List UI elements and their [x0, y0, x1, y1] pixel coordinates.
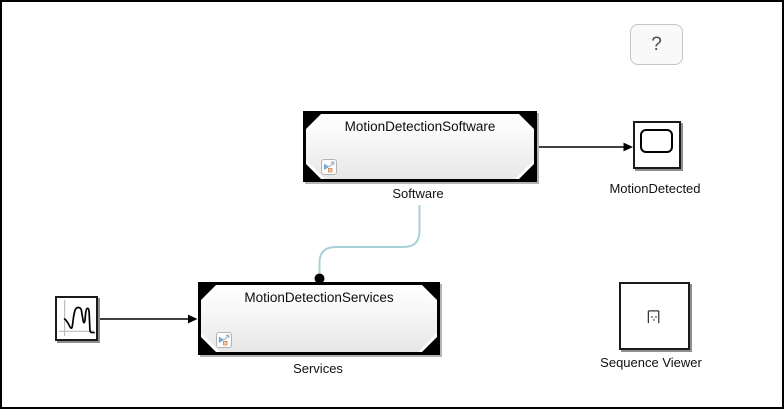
corner-triangle — [306, 164, 321, 179]
help-button[interactable]: ? — [630, 24, 683, 65]
software-services-connector[interactable] — [318, 205, 421, 273]
services-block-caption[interactable]: Services — [293, 361, 343, 376]
model-reference-badge-icon — [216, 332, 232, 348]
services-block-title: MotionDetectionServices — [244, 290, 394, 305]
software-block[interactable]: MotionDetectionSoftware — [303, 111, 537, 182]
scope-block[interactable] — [633, 121, 681, 169]
signal-source-block[interactable] — [55, 296, 98, 341]
corner-triangle — [519, 114, 534, 129]
scope-block-caption[interactable]: MotionDetected — [609, 181, 701, 196]
model-reference-badge-icon — [321, 159, 337, 175]
wire-source-to-services[interactable] — [98, 314, 198, 324]
corner-triangle — [519, 164, 534, 179]
corner-triangle — [422, 337, 437, 352]
corner-triangle — [306, 114, 321, 129]
signal-waveform-icon — [58, 299, 95, 337]
corner-triangle — [201, 337, 216, 352]
sequence-viewer-caption[interactable]: Sequence Viewer — [600, 355, 702, 370]
scope-screen-icon — [640, 129, 673, 153]
services-block[interactable]: MotionDetectionServices — [198, 282, 440, 355]
corner-triangle — [201, 285, 216, 300]
arrowhead-icon — [623, 142, 633, 152]
software-block-title: MotionDetectionSoftware — [344, 119, 496, 134]
sequence-viewer-block[interactable] — [619, 282, 690, 350]
software-block-caption[interactable]: Software — [392, 186, 444, 201]
arrowhead-icon — [188, 314, 198, 324]
wire-software-to-scope[interactable] — [537, 142, 633, 152]
sequence-lifelines-icon — [647, 309, 660, 323]
corner-triangle — [422, 285, 437, 300]
